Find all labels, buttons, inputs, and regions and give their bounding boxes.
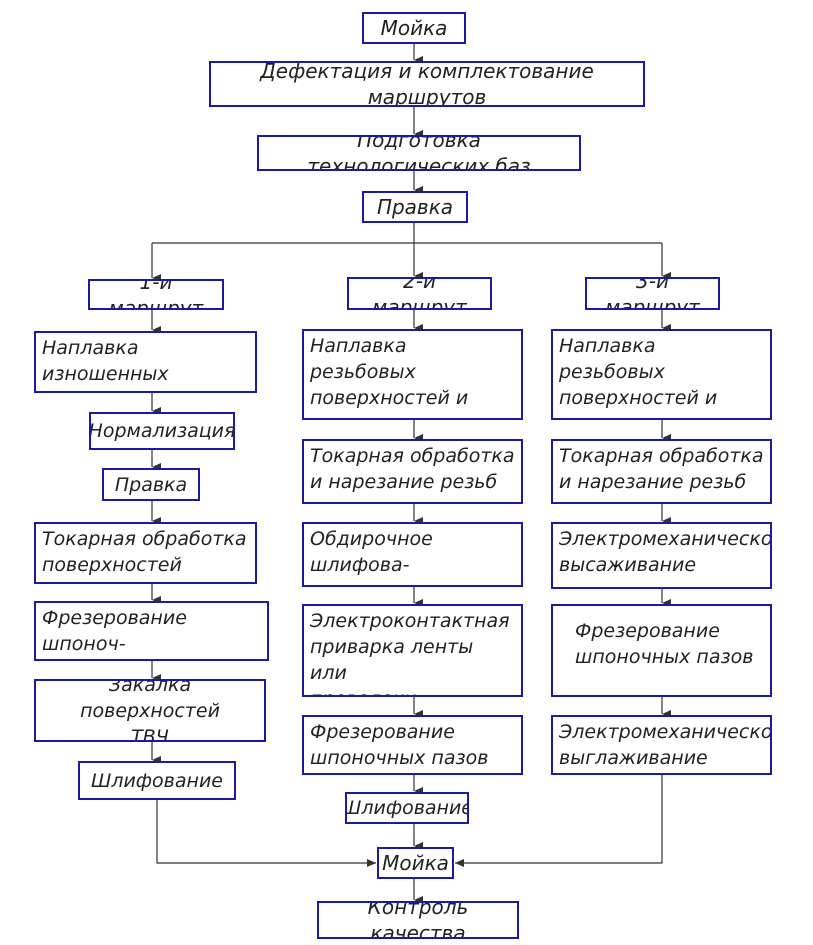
arrow-r3-to-wash [455,773,663,867]
arrow-r1-to-wash [156,798,376,867]
route1-step-5: Фрезерование шпоноч- ных пазов [34,601,269,661]
route1-step-1: Наплавка изношенных поверхностей [34,331,257,393]
route1-step-2: Нормализация [89,412,235,450]
step-quality-control: Контроль качества [317,901,519,939]
step-wash-bottom: Мойка [377,847,454,879]
route1-step-3: Правка [102,468,200,501]
route2-step-2: Токарная обработка и нарезание резьб [302,439,523,504]
route3-step-5: Электромеханическое выглаживание [551,715,772,775]
route1-title: 1-й маршрут [88,279,224,310]
route2-step-5: Фрезерование шпоночных пазов [302,715,523,775]
step-straighten-top: Правка [362,191,468,223]
route1-step-7: Шлифование [78,761,236,800]
route2-step-1: Наплавка резьбовых поверхностей и шпо- н… [302,329,523,420]
step-defect-routing: Дефектация и комплектование маршрутов [209,61,645,107]
route3-title: 3-й маршрут [585,277,720,310]
route3-step-4: Фрезерование шпоночных пазов [551,604,772,697]
route1-step-4: Токарная обработка поверхностей [34,522,257,584]
route2-step-4: Электроконтактная приварка ленты или про… [302,604,523,697]
step-wash-top: Мойка [362,12,466,44]
route2-title: 2-й маршрут [347,277,492,310]
route2-step-6: Шлифование [345,792,469,824]
route3-step-3: Электромеханическое высаживание [551,522,772,589]
route2-step-3: Обдирочное шлифова- ние [302,522,523,587]
route3-step-1: Наплавка резьбовых поверхностей и шпо- н… [551,329,772,420]
route1-step-6: Закалка поверхностей ТВЧ [34,679,266,742]
step-prepare-bases: Подготовка технологических баз [257,135,581,171]
route3-step-2: Токарная обработка и нарезание резьб [551,439,772,504]
